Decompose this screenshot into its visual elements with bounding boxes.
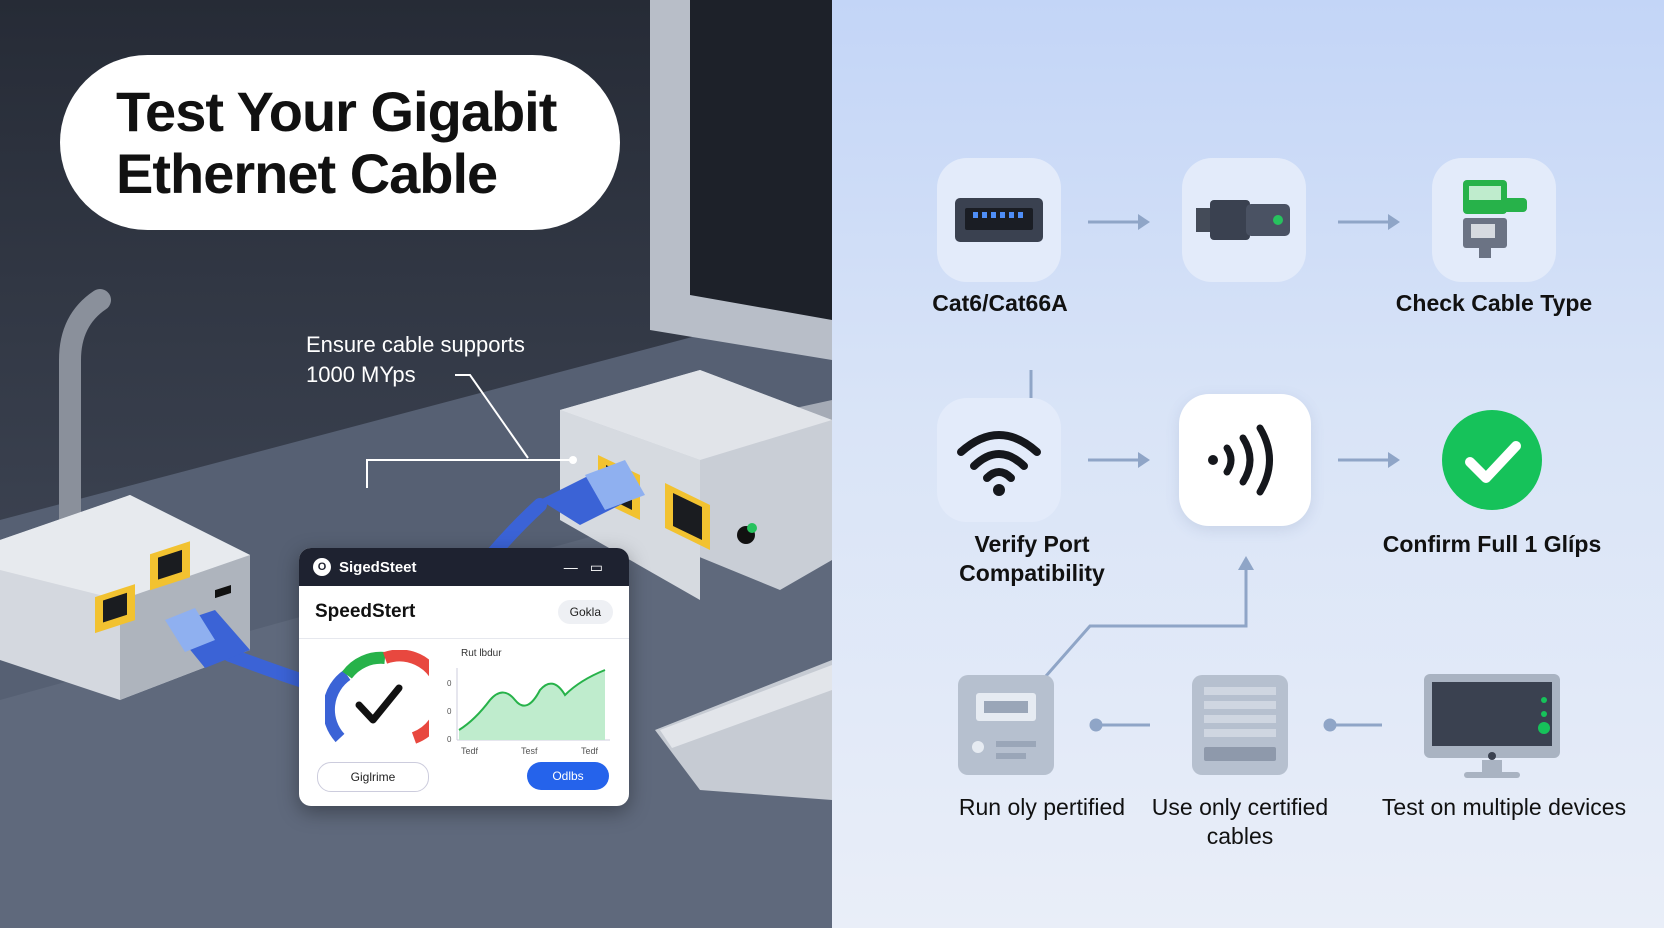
callout-text: Ensure cable supports 1000 MYps (306, 332, 525, 387)
connector-tile (1182, 158, 1306, 282)
cable-port-tile (937, 158, 1061, 282)
step-label-check: Check Cable Type (1395, 290, 1593, 316)
step-label-verify: Verify Port Compatibility (959, 531, 1105, 586)
gigabit-button[interactable]: Giglrime (317, 762, 429, 792)
y-tick: 0 (447, 707, 452, 716)
checkmark-icon (355, 684, 403, 724)
rj45-connector-icon (1196, 200, 1290, 240)
app-logo-icon: O (313, 558, 331, 576)
x-tick: Tedf (461, 746, 479, 756)
provider-badge[interactable]: Gokla (557, 600, 613, 624)
x-tick: Tedf (581, 746, 599, 756)
rj45-plug-right (540, 460, 645, 525)
check-type-tile (1432, 158, 1556, 282)
ethernet-port-icon (955, 198, 1043, 242)
tip-label-run: Run oly pertified (958, 794, 1126, 820)
wifi-icon (957, 431, 1041, 496)
x-tick: Tesf (521, 746, 538, 756)
step-label-cable: Cat6/Cat66A (932, 290, 1068, 316)
y-tick: 0 (447, 735, 452, 744)
signal-tile (1179, 394, 1311, 526)
checkmark-icon (1465, 441, 1521, 483)
flow-panel: Cat6/Cat66A Check Cable Type Verify Port… (832, 0, 1664, 928)
window-title: SigedSteet (339, 558, 417, 576)
go-button[interactable]: Odlbs (527, 762, 609, 790)
confirm-check-badge (1442, 410, 1542, 510)
window-titlebar[interactable]: O SigedSteet —▭ (299, 548, 629, 586)
page-title: Test Your Gigabit Ethernet Cable (116, 79, 557, 205)
server-icon (958, 675, 1054, 775)
speed-gauge (325, 650, 429, 744)
app-name: SpeedStert (315, 601, 416, 622)
signal-waves-icon (1208, 424, 1273, 496)
flow-connectors (1029, 214, 1400, 732)
tip-label-certified: Use only certified cables (1151, 794, 1329, 849)
antenna (59, 289, 111, 531)
keyboard (655, 660, 832, 800)
speedtest-window[interactable]: O SigedSteet —▭ SpeedStert Gokla Rut lbd… (299, 548, 629, 806)
illustration-panel: Test Your Gigabit Ethernet Cable Ensure … (0, 0, 832, 928)
network-card-icon (1463, 180, 1527, 258)
tip-label-devices: Test on multiple devices (1381, 794, 1627, 820)
rack-icon (1192, 675, 1288, 775)
speed-graph: 0 0 0 Tedf Tesf Tedf (447, 668, 610, 756)
rj45-plug-left (165, 608, 250, 668)
app-header: SpeedStert Gokla (299, 586, 629, 639)
step-label-confirm: Confirm Full 1 Glíps (1382, 531, 1602, 557)
monitor-icon (1424, 674, 1560, 778)
title-pill: Test Your Gigabit Ethernet Cable (60, 55, 620, 230)
switch-right (560, 370, 832, 600)
window-controls[interactable]: —▭ (563, 558, 615, 575)
y-tick: 0 (447, 679, 452, 688)
wifi-tile (937, 398, 1061, 522)
graph-title: Rut lbdur (461, 648, 502, 659)
